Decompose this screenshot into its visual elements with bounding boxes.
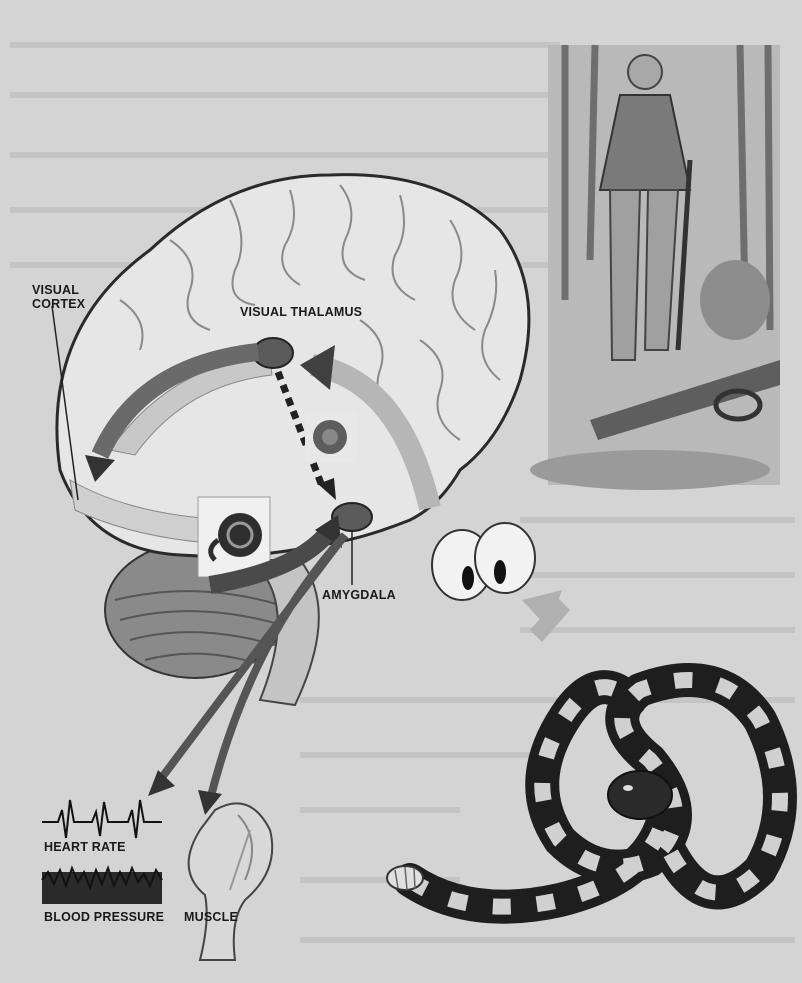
fuzzy-snake-image-icon (305, 412, 357, 462)
leg-muscle-icon (189, 803, 273, 960)
brain-illustration-icon (57, 175, 529, 705)
amygdala-label: AMYGDALA (322, 588, 396, 602)
muscle-label: MUSCLE (184, 910, 238, 924)
blood-pressure-label: BLOOD PRESSURE (44, 910, 164, 924)
heart-rate-trace (42, 800, 162, 838)
hiker-illustration-icon (530, 45, 780, 490)
blood-pressure-trace (42, 868, 162, 904)
visual-thalamus-label: VISUAL THALAMUS (240, 305, 362, 319)
heart-rate-label: HEART RATE (44, 840, 126, 854)
rattlesnake-icon (387, 680, 780, 907)
eyes-icon (432, 523, 535, 600)
visual-thalamus-region (253, 338, 293, 368)
visual-cortex-label: VISUAL CORTEX (32, 283, 102, 311)
